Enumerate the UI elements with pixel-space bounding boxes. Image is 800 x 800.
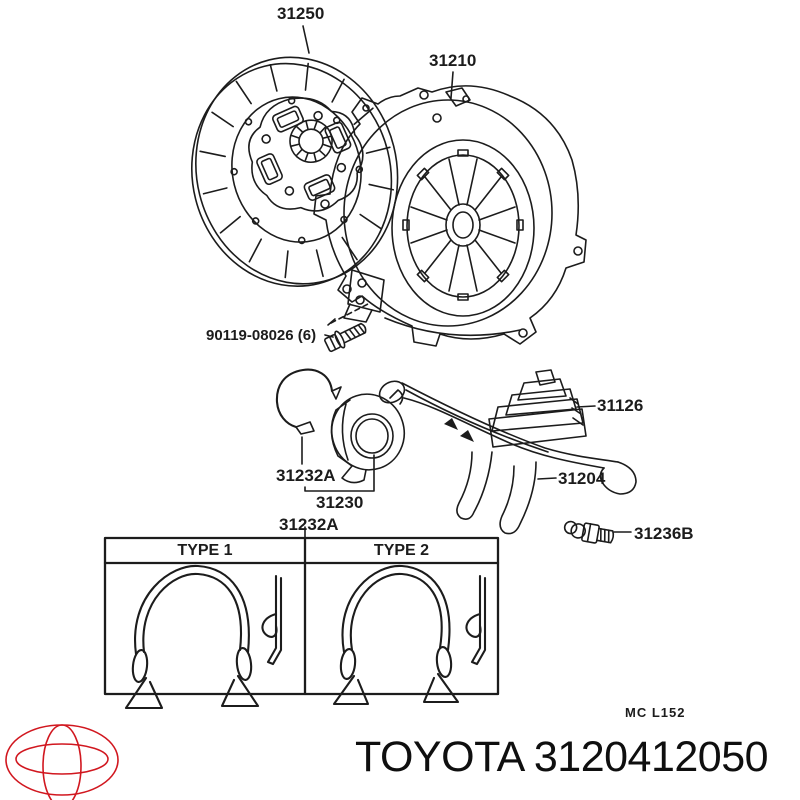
- leader-lines: [301, 25, 632, 539]
- part-label-clutch-cover: 31210: [429, 51, 477, 70]
- part-label-cover-bolts: 90119-08026 (6): [206, 327, 317, 344]
- clip-set-type2-illustration: [332, 564, 487, 706]
- part-label-release-bearing: 31230: [316, 493, 364, 512]
- part-label-pivot-bolt: 31236B: [634, 524, 694, 543]
- table-header-type2: TYPE 2: [373, 542, 430, 559]
- clip-type-table-grid: [103, 536, 500, 696]
- release-bearing-illustration: [330, 389, 405, 484]
- doc-code: MC L152: [625, 705, 686, 720]
- clip-set-type1-illustration: [124, 564, 283, 710]
- toyota-logo: [5, 724, 119, 800]
- part-label-dust-boot: 31126: [597, 396, 644, 415]
- flange-bolt-illustration: [324, 303, 369, 353]
- table-caption-clip: 31232A: [279, 515, 339, 534]
- part-label-bearing-clip: 31232A: [276, 466, 336, 485]
- table-header-type1: TYPE 1: [177, 542, 233, 559]
- clutch-cover-illustration: [313, 85, 587, 347]
- dust-boot-illustration: [488, 369, 587, 448]
- brand-part-number: TOYOTA 3120412050: [355, 733, 769, 781]
- part-label-clutch-disc: 31250: [277, 4, 325, 23]
- pivot-bolt-illustration: [563, 520, 615, 544]
- retainer-clip-illustration: [275, 368, 342, 435]
- part-label-release-fork: 31204: [558, 469, 606, 488]
- clutch-disc-illustration: [190, 56, 399, 287]
